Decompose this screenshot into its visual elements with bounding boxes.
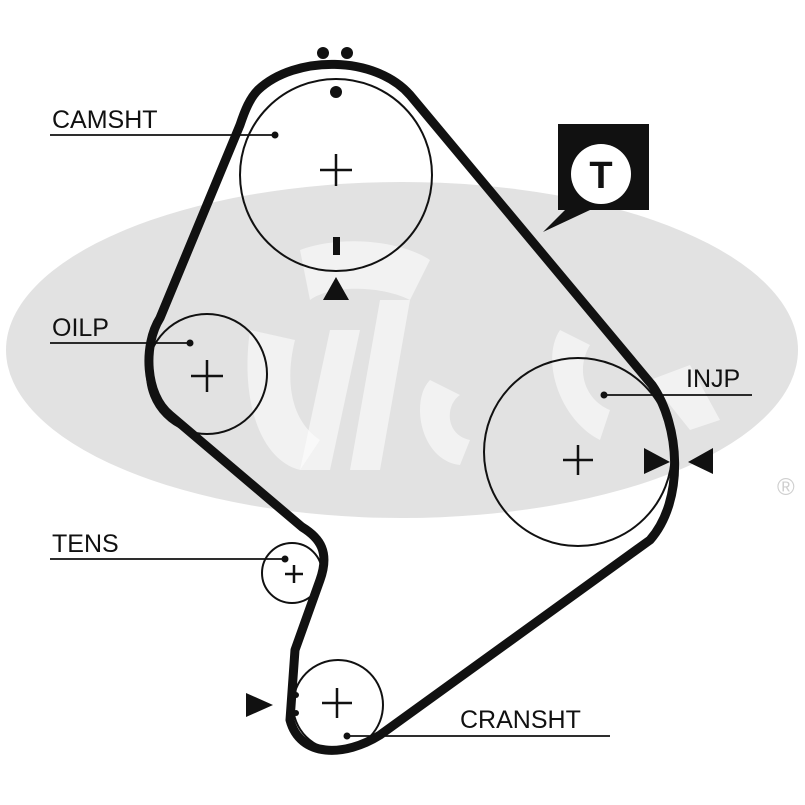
tension-badge-letter: T <box>589 155 612 197</box>
crankshaft-timing-dot <box>293 692 299 698</box>
camshaft-timing-dash <box>333 237 340 255</box>
camshaft-pulley <box>239 78 433 272</box>
gates-watermark <box>6 182 798 518</box>
tension-badge: T <box>543 124 649 232</box>
oil-pump-centre-cross <box>191 360 223 392</box>
tensioner-centre-cross <box>285 565 303 583</box>
timing-marks <box>246 47 713 717</box>
injection-timing-arrow-right <box>688 448 713 474</box>
camshaft-timing-arrow <box>323 277 349 300</box>
camshaft-leader-dot <box>271 131 279 139</box>
injection-pump-leader-dot <box>600 391 608 399</box>
timing-dot <box>330 86 342 98</box>
injection-timing-arrow-left <box>644 448 670 474</box>
tensioner-leader-dot <box>281 555 289 563</box>
injection-pump-centre-cross <box>563 445 593 475</box>
camshaft-centre-cross <box>320 154 352 186</box>
oil-pump-label: OILP <box>52 314 109 342</box>
crankshaft-timing-dot <box>293 710 299 716</box>
tensioner-label: TENS <box>52 530 119 558</box>
leader-lines <box>50 134 752 737</box>
crankshaft-centre-cross <box>322 688 352 718</box>
timing-dot <box>317 47 329 59</box>
timing-dot <box>341 47 353 59</box>
oil-pump-leader-dot <box>186 339 194 347</box>
registered-mark: ® <box>777 474 795 501</box>
injection-pump-label: INJP <box>686 365 740 393</box>
camshaft-label: CAMSHT <box>52 106 158 134</box>
crankshaft-timing-arrow <box>246 693 273 717</box>
timing-belt <box>144 59 680 755</box>
crankshaft-label: CRANSHT <box>460 706 581 734</box>
pulley-centres <box>191 154 593 718</box>
crankshaft-leader-dot <box>343 732 351 740</box>
